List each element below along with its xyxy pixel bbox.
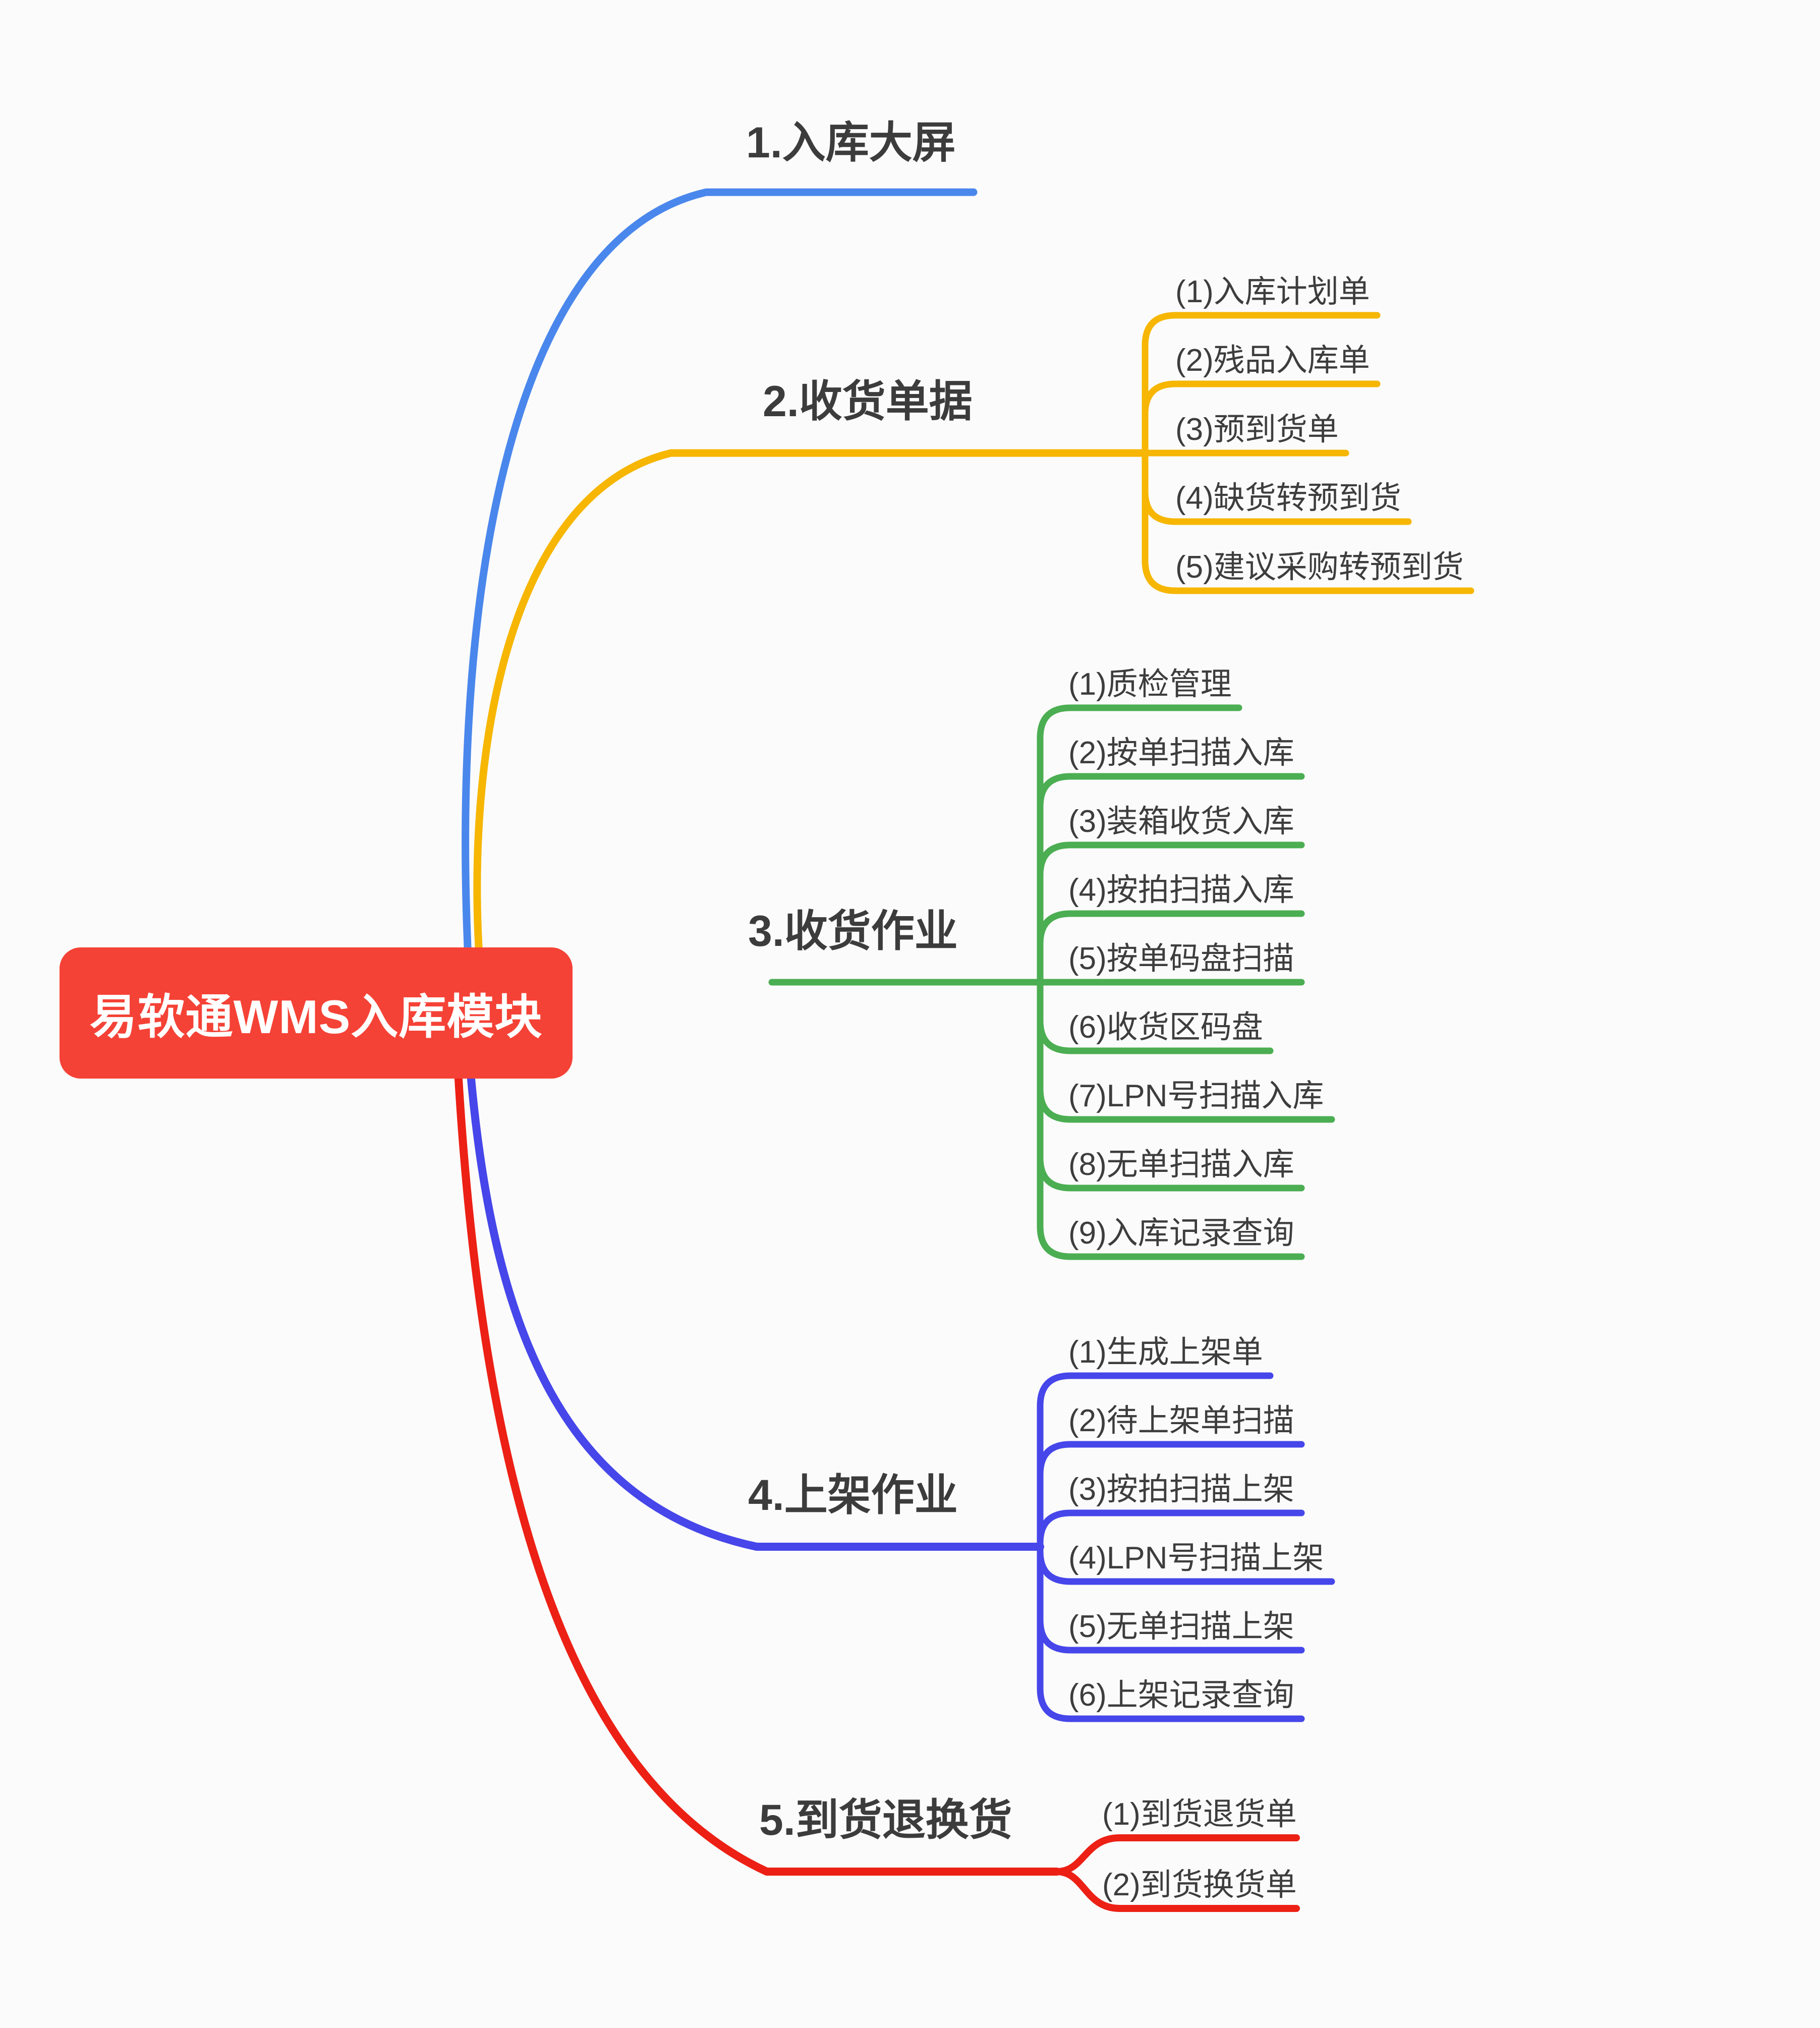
branch-4-child-2[interactable]: (2)待上架单扫描 <box>1068 1403 1294 1438</box>
branch-4-child-6[interactable]: (6)上架记录查询 <box>1068 1678 1294 1713</box>
branch-3-child-4[interactable]: (4)按拍扫描入库 <box>1068 873 1294 908</box>
branch-2-child-1[interactable]: (1)入库计划单 <box>1175 274 1370 309</box>
branch-3-child-2[interactable]: (2)按单扫描入库 <box>1068 736 1294 770</box>
branch-3-label[interactable]: 3.收货作业 <box>748 907 958 955</box>
root-node[interactable]: 易软通WMS入库模块 <box>60 947 573 1079</box>
branch-2-child-4[interactable]: (4)缺货转预到货 <box>1175 481 1401 516</box>
branch-5-child-2[interactable]: (2)到货换货单 <box>1102 1868 1297 1902</box>
branch-5-child-1[interactable]: (1)到货退货单 <box>1102 1797 1297 1832</box>
branch-3-child-1[interactable]: (1)质检管理 <box>1068 667 1232 702</box>
branch-2-label[interactable]: 2.收货单据 <box>763 377 973 426</box>
branch-2-connector <box>473 449 1149 951</box>
branch-3-child-7[interactable]: (7)LPN号扫描入库 <box>1068 1079 1324 1113</box>
branch-1-label[interactable]: 1.入库大屏 <box>746 119 956 167</box>
branch-3-child-6[interactable]: (6)收货区码盘 <box>1068 1010 1263 1045</box>
branch-4-child-4[interactable]: (4)LPN号扫描上架 <box>1068 1541 1324 1575</box>
branch-3-child-5[interactable]: (5)按单码盘扫描 <box>1068 941 1294 976</box>
branch-2-child-2[interactable]: (2)残品入库单 <box>1175 343 1370 378</box>
branch-4-label[interactable]: 4.上架作业 <box>748 1471 958 1519</box>
branch-4-child-3[interactable]: (3)按拍扫描上架 <box>1068 1472 1294 1507</box>
branch-3-child-9[interactable]: (9)入库记录查询 <box>1068 1216 1294 1251</box>
branch-3-child-3[interactable]: (3)装箱收货入库 <box>1068 804 1294 839</box>
branch-3-child-8[interactable]: (8)无单扫描入库 <box>1068 1147 1294 1182</box>
branch-4-child-1[interactable]: (1)生成上架单 <box>1068 1335 1263 1370</box>
branch-2-child-5[interactable]: (5)建议采购转预到货 <box>1175 550 1464 585</box>
branch-4-connector <box>467 1075 1044 1551</box>
branch-4-child-5[interactable]: (5)无单扫描上架 <box>1068 1609 1294 1644</box>
branch-5-connector <box>454 1075 1061 1876</box>
branch-2-child-3[interactable]: (3)预到货单 <box>1175 412 1339 447</box>
branch-1-connector <box>462 188 978 951</box>
branch-5-label[interactable]: 5.到货退换货 <box>759 1796 1012 1844</box>
